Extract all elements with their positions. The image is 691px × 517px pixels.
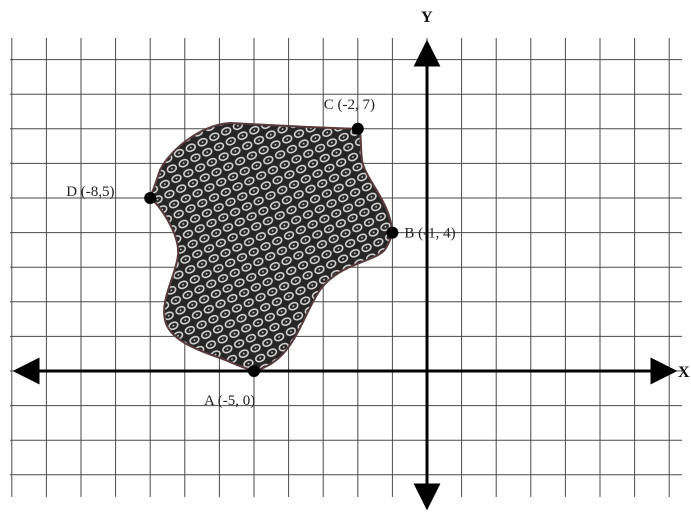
point-d xyxy=(144,192,157,204)
point-label-a: A (-5, 0) xyxy=(204,393,255,409)
point-label-b: B (-1, 4) xyxy=(404,226,455,242)
irregular-shape-region xyxy=(149,121,394,373)
point-a xyxy=(248,365,260,377)
point-b xyxy=(386,226,399,239)
x-axis-label: X xyxy=(678,364,690,381)
point-label-d: D (-8,5) xyxy=(66,184,114,200)
y-axis-label: Y xyxy=(421,9,433,26)
labeled-points: A (-5, 0) B (-1, 4) C (-2, 7) D (-8,5) xyxy=(66,97,455,409)
point-c xyxy=(351,122,364,135)
axes: X Y xyxy=(12,9,690,511)
point-label-c: C (-2, 7) xyxy=(324,97,375,113)
